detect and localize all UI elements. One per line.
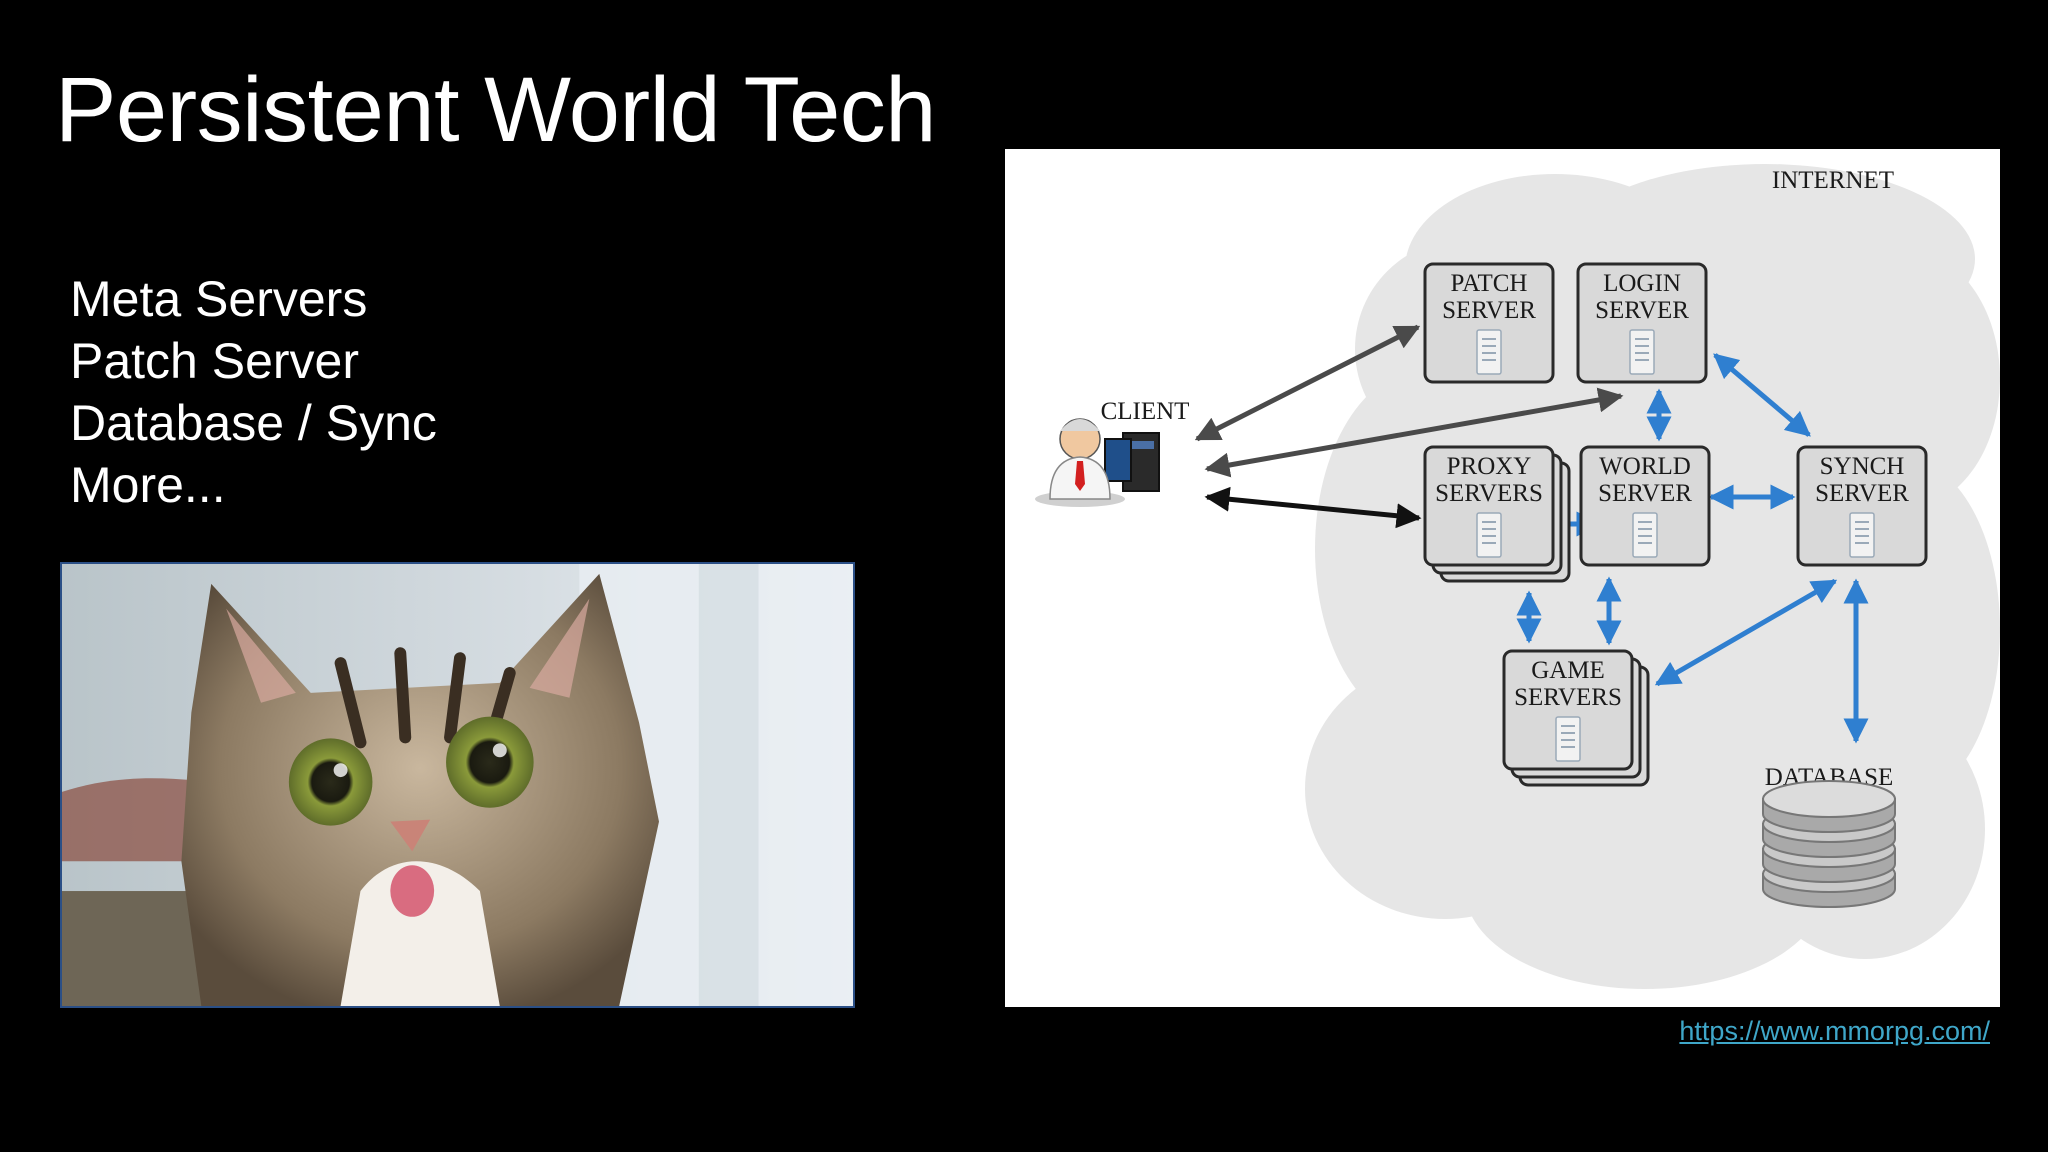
server-arrows	[1516, 353, 1869, 744]
svg-text:LOGIN: LOGIN	[1603, 270, 1681, 297]
svg-text:SERVER: SERVER	[1815, 480, 1909, 507]
bullet-item: Patch Server	[70, 333, 360, 389]
bullet-list: Meta Servers Patch Server Database / Syn…	[70, 268, 437, 516]
database-node: DATABASE	[1762, 764, 1896, 908]
proxy-servers-node: PROXY SERVERS	[1423, 445, 1571, 583]
cat-eye-right	[446, 716, 534, 808]
svg-text:WORLD: WORLD	[1599, 453, 1691, 480]
bullet-item: More...	[70, 457, 226, 513]
world-server-node: WORLD SERVER	[1579, 445, 1711, 567]
cat-head	[181, 573, 659, 1006]
svg-text:GAME: GAME	[1531, 657, 1605, 684]
bullet-item: Database / Sync	[70, 395, 437, 451]
svg-text:SERVERS: SERVERS	[1514, 684, 1622, 711]
server-icon	[1476, 512, 1502, 558]
source-link[interactable]: https://www.mmorpg.com/	[1679, 1016, 1990, 1046]
cat-mouth	[390, 865, 435, 917]
bullet-item: Meta Servers	[70, 271, 368, 327]
synch-server-node: SYNCH SERVER	[1796, 445, 1928, 567]
server-icon	[1555, 716, 1581, 762]
cat-eye-left	[288, 738, 373, 826]
svg-text:PROXY: PROXY	[1447, 453, 1532, 480]
svg-text:SERVERS: SERVERS	[1435, 480, 1543, 507]
svg-text:SERVER: SERVER	[1442, 297, 1536, 324]
server-icon	[1476, 329, 1502, 375]
svg-text:SYNCH: SYNCH	[1820, 453, 1905, 480]
client-computer: CLIENT	[1035, 398, 1189, 507]
server-icon	[1629, 329, 1655, 375]
client-label: CLIENT	[1101, 398, 1190, 425]
game-servers-node: GAME SERVERS	[1502, 649, 1650, 787]
svg-text:PATCH: PATCH	[1451, 270, 1528, 297]
server-icon	[1632, 512, 1658, 558]
patch-server-node: PATCH SERVER	[1423, 262, 1555, 384]
svg-text:SERVER: SERVER	[1598, 480, 1692, 507]
cat-photo	[60, 562, 855, 1008]
database-icon	[1762, 780, 1896, 908]
network-diagram: INTERNET CLIENT	[1005, 149, 2000, 1007]
client-arrows	[1194, 324, 1624, 529]
svg-text:SERVER: SERVER	[1595, 297, 1689, 324]
server-icon	[1849, 512, 1875, 558]
login-server-node: LOGIN SERVER	[1576, 262, 1708, 384]
slide-title: Persistent World Tech	[55, 59, 936, 161]
internet-label: INTERNET	[1772, 167, 1894, 194]
